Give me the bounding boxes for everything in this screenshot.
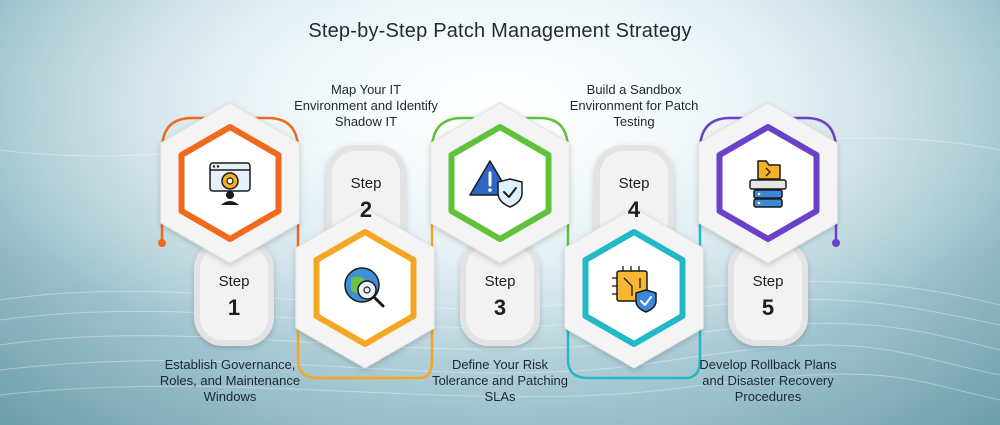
step-4-caption-line: Testing bbox=[613, 114, 655, 129]
start-dot bbox=[158, 239, 166, 247]
step-5-caption-line: and Disaster Recovery bbox=[702, 373, 834, 388]
end-dot bbox=[832, 239, 840, 247]
hexagon-step-2 bbox=[295, 207, 435, 369]
step-4-number: 4 bbox=[627, 197, 641, 222]
step-1-label: Step 1 bbox=[199, 273, 269, 321]
step-2-caption-line: Shadow IT bbox=[334, 114, 398, 129]
step-2-label: Step 2 bbox=[331, 175, 401, 223]
hexagon-step-4 bbox=[564, 207, 704, 369]
step-5-caption: Develop Rollback Plans and Disaster Reco… bbox=[678, 357, 858, 405]
hexagon-step-1 bbox=[160, 102, 300, 264]
step-3-caption-line: Define Your Risk bbox=[451, 357, 549, 372]
step-4-caption: Build a Sandbox Environment for Patch Te… bbox=[544, 82, 724, 130]
warning-shield-icon bbox=[469, 160, 523, 208]
hexagon-step-3 bbox=[430, 102, 570, 264]
step-2-caption-line: Map Your IT bbox=[330, 82, 402, 97]
step-2-caption: Map Your IT Environment and Identify Sha… bbox=[276, 82, 456, 130]
globe-search-icon bbox=[344, 267, 385, 308]
step-3-number: 3 bbox=[493, 295, 507, 320]
circuit-shield-icon bbox=[612, 266, 657, 313]
gear-browser-icon bbox=[209, 162, 251, 205]
step-3-word: Step bbox=[484, 273, 516, 290]
step-2-number: 2 bbox=[359, 197, 373, 222]
step-1-caption-line: Windows bbox=[203, 389, 257, 404]
connector-step-2 bbox=[296, 168, 434, 380]
step-5-number: 5 bbox=[761, 295, 775, 320]
step-2-caption-line: Environment and Identify bbox=[294, 98, 438, 113]
step-5-word: Step bbox=[752, 273, 784, 290]
hexagon-step-5 bbox=[698, 102, 838, 264]
step-3-caption-line: Tolerance and Patching bbox=[432, 373, 568, 388]
step-5-label: Step 5 bbox=[733, 273, 803, 321]
step-1-word: Step bbox=[218, 273, 250, 290]
step-1-caption-line: Roles, and Maintenance bbox=[159, 373, 301, 388]
folder-server-icon bbox=[749, 160, 787, 208]
step-2-word: Step bbox=[350, 175, 382, 192]
step-4-caption-line: Build a Sandbox bbox=[586, 82, 682, 97]
step-4-label: Step 4 bbox=[599, 175, 669, 223]
step-1-caption-line: Establish Governance, bbox=[164, 357, 296, 372]
step-4-caption-line: Environment for Patch bbox=[569, 98, 699, 113]
step-3-label: Step 3 bbox=[465, 273, 535, 321]
step-5-caption-line: Procedures bbox=[734, 389, 802, 404]
step-4-word: Step bbox=[618, 175, 650, 192]
step-1-caption: Establish Governance, Roles, and Mainten… bbox=[140, 357, 320, 405]
step-5-caption-line: Develop Rollback Plans bbox=[699, 357, 837, 372]
step-1-number: 1 bbox=[227, 295, 241, 320]
step-3-caption: Define Your Risk Tolerance and Patching … bbox=[410, 357, 590, 405]
step-3-caption-line: SLAs bbox=[484, 389, 516, 404]
connector-step-4 bbox=[566, 168, 702, 380]
page-title: Step-by-Step Patch Management Strategy bbox=[308, 20, 692, 42]
